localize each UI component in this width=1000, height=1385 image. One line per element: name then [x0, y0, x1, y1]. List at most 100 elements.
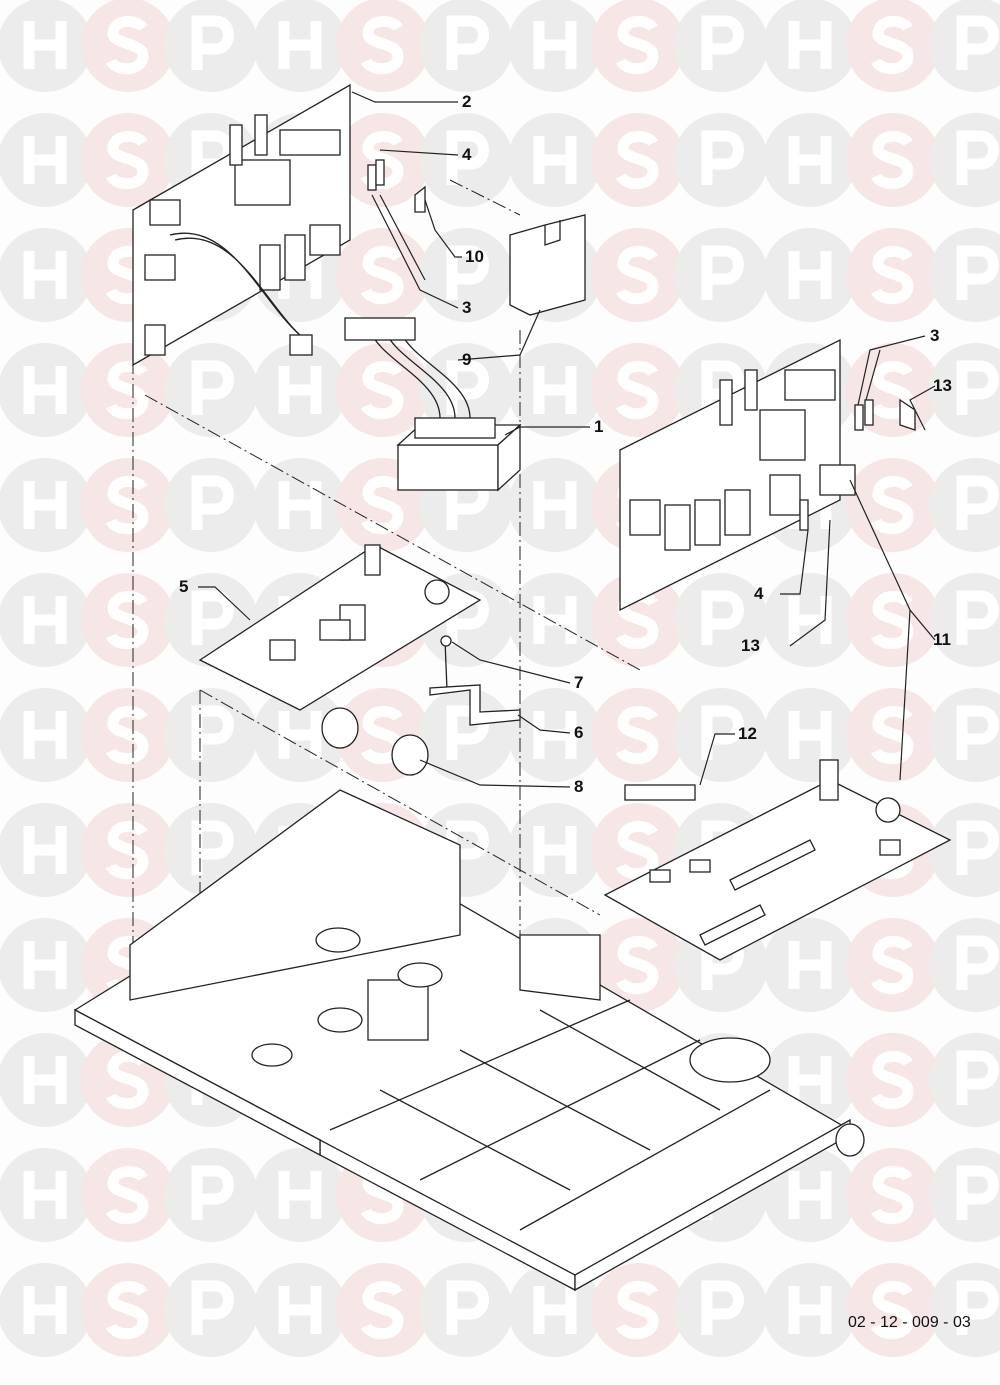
- watermark-glyph-shape: [23, 1056, 67, 1104]
- watermark-glyph-shape: [105, 131, 149, 190]
- watermark-glyph-shape: [870, 1281, 914, 1340]
- leader-lines: [198, 91, 936, 788]
- watermark-glyph-shape: [870, 706, 914, 765]
- watermark-glyph-shape: [788, 136, 832, 184]
- watermark-glyph-shape: [956, 590, 999, 645]
- watermark-glyph-shape: [105, 1281, 149, 1340]
- watermark-glyph-shape: [956, 245, 999, 300]
- watermark-glyph-shape: [278, 21, 322, 69]
- callout-13-lower: 13: [741, 636, 760, 655]
- watermark-glyph-shape: [956, 705, 999, 760]
- watermark-glyph-shape: [615, 1281, 659, 1340]
- watermark-glyph-shape: [870, 1051, 914, 1110]
- watermark-glyph-shape: [615, 821, 659, 880]
- watermark-glyph-shape: [105, 821, 149, 880]
- drawing-reference-number: 02 - 12 - 009 - 03: [848, 1314, 971, 1331]
- watermark-glyph-shape: [870, 591, 914, 650]
- watermark-glyph-shape: [533, 366, 577, 414]
- watermark-glyph-shape: [870, 361, 914, 420]
- watermark-glyph-shape: [870, 246, 914, 305]
- callout-5: 5: [179, 577, 189, 596]
- pcb-2: [132, 83, 426, 367]
- watermark-glyph-shape: [701, 705, 744, 760]
- watermark-glyph-shape: [23, 366, 67, 414]
- watermark-glyph-shape: [278, 1286, 322, 1334]
- transformer-1: [344, 317, 522, 492]
- watermark-glyph-shape: [446, 1280, 489, 1335]
- callout-4-right: 4: [754, 584, 764, 603]
- watermark-glyph-shape: [446, 360, 489, 415]
- screw-7: [444, 639, 448, 691]
- watermark-glyph-shape: [615, 706, 659, 765]
- watermark-glyph-shape: [105, 706, 149, 765]
- callout-4: 4: [462, 145, 472, 164]
- callout-2: 2: [462, 92, 472, 111]
- watermark-glyph-shape: [533, 596, 577, 644]
- watermark-glyph-shape: [615, 131, 659, 190]
- callout-3-right: 3: [930, 326, 940, 345]
- callout-11: 11: [933, 630, 951, 649]
- button-8a: [321, 707, 359, 749]
- watermark-glyph-shape: [788, 251, 832, 299]
- watermark-glyph-shape: [23, 21, 67, 69]
- watermark-glyph-shape: [956, 130, 999, 185]
- pcb-5: [198, 544, 482, 711]
- watermark-glyph-shape: [533, 481, 577, 529]
- watermark-glyph-shape: [870, 936, 914, 995]
- watermark-glyph-shape: [446, 820, 489, 875]
- watermark-glyph-shape: [105, 1051, 149, 1110]
- watermark-glyph-shape: [956, 1280, 999, 1335]
- watermark-glyph-shape: [105, 361, 149, 420]
- watermark-glyph-shape: [105, 476, 149, 535]
- watermark-glyph-shape: [788, 711, 832, 759]
- watermark-glyph-shape: [23, 481, 67, 529]
- watermark-glyph-shape: [533, 1286, 577, 1334]
- watermark-glyph-shape: [191, 475, 234, 530]
- cover-9: [509, 214, 586, 316]
- watermark-glyph-shape: [191, 820, 234, 875]
- callout-13: 13: [933, 376, 952, 395]
- watermark-glyph-shape: [533, 711, 577, 759]
- watermark-glyph-shape: [788, 1286, 832, 1334]
- watermark-glyph-shape: [788, 1171, 832, 1219]
- watermark-glyph-shape: [23, 1171, 67, 1219]
- watermark-glyph-shape: [701, 590, 744, 645]
- callout-3: 3: [462, 298, 472, 317]
- bracket-6: [429, 684, 521, 726]
- watermark-glyph-shape: [701, 130, 744, 185]
- callout-7: 7: [574, 673, 584, 692]
- watermark-glyph-shape: [533, 136, 577, 184]
- watermark-glyph-shape: [191, 1280, 234, 1335]
- watermark-glyph-shape: [788, 1056, 832, 1104]
- watermark-glyph-shape: [956, 1050, 999, 1105]
- watermark-glyph-shape: [23, 711, 67, 759]
- watermark-glyph-shape: [615, 16, 659, 75]
- callout-8: 8: [574, 777, 584, 796]
- watermark-glyph-shape: [615, 361, 659, 420]
- watermark-glyph-shape: [870, 476, 914, 535]
- watermark-glyph-shape: [360, 361, 404, 420]
- watermark-glyph-shape: [360, 16, 404, 75]
- watermark-glyph-shape: [956, 475, 999, 530]
- watermark-glyph-shape: [701, 1280, 744, 1335]
- watermark-glyph-shape: [788, 941, 832, 989]
- watermark-glyph-shape: [23, 596, 67, 644]
- callout-6: 6: [574, 723, 584, 742]
- callout-12: 12: [738, 724, 757, 743]
- watermark-glyph-shape: [701, 15, 744, 70]
- watermark-glyph-shape: [105, 591, 149, 650]
- watermark-glyph-shape: [23, 941, 67, 989]
- base-tray: [73, 789, 865, 1292]
- watermark-glyph-shape: [191, 705, 234, 760]
- watermark-glyph-shape: [23, 826, 67, 874]
- watermark-glyph-shape: [615, 936, 659, 995]
- callout-10: 10: [465, 247, 484, 266]
- watermark-glyph-shape: [360, 246, 404, 305]
- watermark-glyph-shape: [870, 1166, 914, 1225]
- watermark-glyph-shape: [105, 16, 149, 75]
- watermark-glyph-shape: [446, 15, 489, 70]
- callout-9: 9: [462, 350, 472, 369]
- alignment-lines: [132, 179, 641, 1030]
- watermark-glyph-shape: [701, 245, 744, 300]
